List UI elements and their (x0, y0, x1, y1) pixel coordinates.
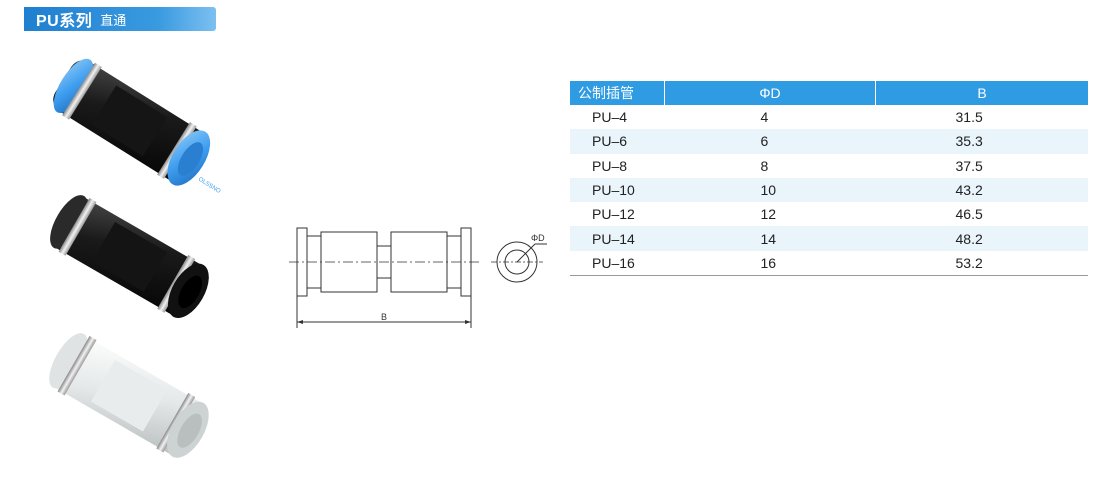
section-title-bar: PU系列 直通 (24, 7, 216, 31)
column-header-model: 公制插管 (570, 81, 665, 105)
series-subtitle: 直通 (100, 12, 127, 28)
cell-model: PU–16 (570, 250, 665, 277)
cell-model: PU–14 (570, 226, 665, 251)
column-header-diameter: ΦD (664, 81, 876, 105)
table-row: PU–10 10 43.2 (570, 177, 1088, 203)
dimension-label-diameter: ΦD (531, 233, 545, 243)
cell-model: PU–6 (570, 129, 665, 154)
cell-diameter: 12 (760, 206, 777, 223)
table-row: PU–8 8 37.5 (570, 154, 1088, 178)
table-row: PU–14 14 48.2 (570, 226, 1088, 251)
cell-length: 35.3 (875, 129, 1088, 154)
blue-fitting-photo: OLSSNO (53, 58, 222, 193)
cell-diameter: 14 (664, 226, 876, 251)
cell-length: 46.5 (955, 206, 983, 223)
table-row: PU–12 12 46.5 (570, 202, 1088, 226)
black-fitting-photo (50, 195, 209, 319)
table-row: PU–16 16 53.2 (570, 250, 1088, 277)
cell-model: PU–8 (592, 157, 628, 174)
cell-diameter: 8 (760, 157, 769, 174)
spec-table: 公制插管 ΦD B PU–4 4 31.5 PU–6 6 35.3 PU–8 8… (570, 81, 1088, 277)
column-header-length: B (875, 81, 1088, 105)
dimension-label-length: B (381, 312, 387, 322)
cell-length: 37.5 (955, 157, 983, 174)
cell-length: 43.2 (875, 177, 1088, 203)
technical-drawing: B ΦD (289, 227, 547, 328)
table-row: PU–4 4 31.5 (570, 105, 1088, 129)
cell-diameter: 10 (664, 177, 876, 203)
table-header-row: 公制插管 ΦD B (570, 81, 1088, 105)
series-title: PU系列 (36, 13, 93, 30)
cell-model: PU–12 (592, 206, 635, 223)
table-row: PU–6 6 35.3 (570, 129, 1088, 154)
cell-model: PU–10 (570, 177, 665, 203)
cell-length: 48.2 (875, 226, 1088, 251)
cell-length: 31.5 (955, 109, 983, 126)
cell-diameter: 4 (760, 109, 769, 126)
cell-length: 53.2 (875, 250, 1088, 277)
cell-diameter: 16 (664, 250, 876, 277)
cell-model: PU–4 (592, 109, 628, 126)
white-fitting-photo (49, 333, 209, 458)
cell-diameter: 6 (664, 129, 876, 154)
